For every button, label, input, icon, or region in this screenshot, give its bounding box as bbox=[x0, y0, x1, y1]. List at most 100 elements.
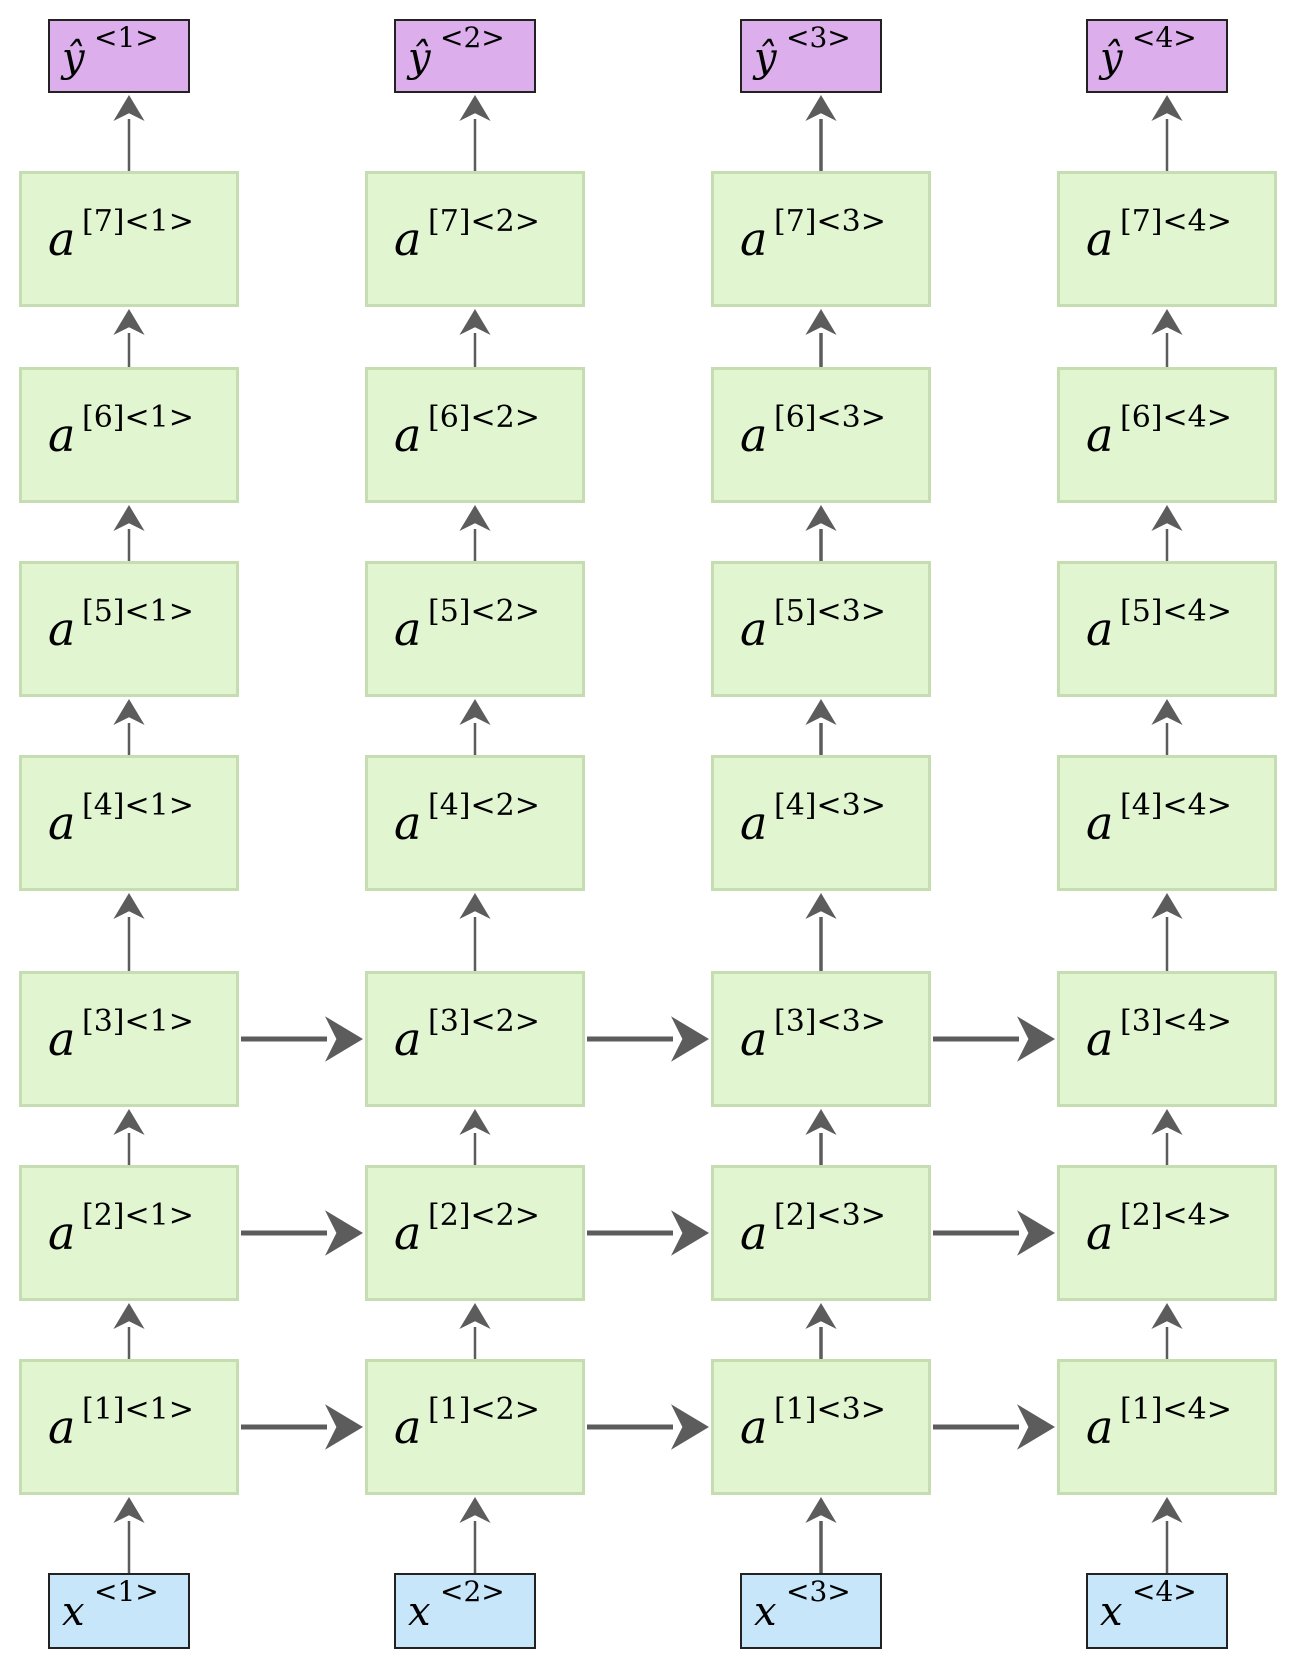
hidden-node-layer-3-time-4-symbol: a bbox=[1086, 1012, 1114, 1066]
arrow-layer-3-to-4-time-4 bbox=[1151, 893, 1183, 971]
hidden-node-layer-7-time-1: a[7]<1> bbox=[19, 171, 239, 307]
arrow-layer-4-to-5-time-3 bbox=[805, 699, 837, 755]
input-node-x-1-superscript: <1> bbox=[94, 1575, 159, 1608]
hidden-node-layer-1-time-3-superscript: [1]<3> bbox=[774, 1392, 886, 1427]
hidden-node-layer-6-time-1-superscript: [6]<1> bbox=[82, 400, 194, 435]
hidden-node-layer-6-time-2: a[6]<2> bbox=[365, 367, 585, 503]
input-node-x-4-symbol: x bbox=[1100, 1589, 1123, 1635]
hidden-node-layer-6-time-3-symbol: a bbox=[740, 408, 768, 462]
input-node-x-3-symbol: x bbox=[754, 1589, 777, 1635]
arrow-layer-5-to-6-time-2 bbox=[459, 505, 491, 561]
arrow-layer-6-to-7-time-4 bbox=[1151, 309, 1183, 367]
recurrent-arrow-layer-2-time-2-to-3 bbox=[587, 1210, 709, 1256]
output-node-y-hat-1-symbol: ŷ bbox=[62, 35, 85, 81]
hidden-node-layer-3-time-2-symbol: a bbox=[394, 1012, 422, 1066]
arrow-layer-1-to-2-time-2 bbox=[459, 1303, 491, 1359]
hidden-node-layer-3-time-2-superscript: [3]<2> bbox=[428, 1004, 540, 1039]
hidden-node-layer-6-time-4: a[6]<4> bbox=[1057, 367, 1277, 503]
arrow-layer-4-to-5-time-1 bbox=[113, 699, 145, 755]
hidden-node-layer-6-time-4-symbol: a bbox=[1086, 408, 1114, 462]
hidden-node-layer-4-time-1: a[4]<1> bbox=[19, 755, 239, 891]
hidden-node-layer-4-time-3-symbol: a bbox=[740, 796, 768, 850]
arrow-layer-4-to-5-time-2 bbox=[459, 699, 491, 755]
recurrent-arrow-layer-1-time-3-to-4 bbox=[933, 1404, 1055, 1450]
hidden-node-layer-1-time-3-symbol: a bbox=[740, 1400, 768, 1454]
recurrent-arrow-layer-2-time-1-to-2 bbox=[241, 1210, 363, 1256]
arrow-layer-5-to-6-time-1 bbox=[113, 505, 145, 561]
hidden-node-layer-7-time-3: a[7]<3> bbox=[711, 171, 931, 307]
hidden-node-layer-5-time-1-symbol: a bbox=[48, 602, 76, 656]
hidden-node-layer-2-time-1: a[2]<1> bbox=[19, 1165, 239, 1301]
hidden-node-layer-6-time-2-symbol: a bbox=[394, 408, 422, 462]
output-node-y-hat-2-superscript: <2> bbox=[440, 21, 505, 54]
hidden-node-layer-4-time-3: a[4]<3> bbox=[711, 755, 931, 891]
output-node-y-hat-4: ŷ<4> bbox=[1086, 19, 1228, 93]
hidden-node-layer-4-time-2-superscript: [4]<2> bbox=[428, 788, 540, 823]
hidden-node-layer-3-time-4: a[3]<4> bbox=[1057, 971, 1277, 1107]
arrow-layer-7-to-output-time-4 bbox=[1151, 95, 1183, 171]
hidden-node-layer-2-time-2-symbol: a bbox=[394, 1206, 422, 1260]
hidden-node-layer-1-time-1-superscript: [1]<1> bbox=[82, 1392, 194, 1427]
hidden-node-layer-5-time-3-symbol: a bbox=[740, 602, 768, 656]
arrow-layer-1-to-2-time-4 bbox=[1151, 1303, 1183, 1359]
hidden-node-layer-4-time-2-symbol: a bbox=[394, 796, 422, 850]
hidden-node-layer-1-time-2-superscript: [1]<2> bbox=[428, 1392, 540, 1427]
arrow-layer-7-to-output-time-2 bbox=[459, 95, 491, 171]
hidden-node-layer-1-time-2: a[1]<2> bbox=[365, 1359, 585, 1495]
hidden-node-layer-2-time-3: a[2]<3> bbox=[711, 1165, 931, 1301]
hidden-node-layer-1-time-1: a[1]<1> bbox=[19, 1359, 239, 1495]
arrow-input-to-layer-1-time-2 bbox=[459, 1497, 491, 1573]
hidden-node-layer-7-time-4-superscript: [7]<4> bbox=[1120, 204, 1232, 239]
hidden-node-layer-5-time-1-superscript: [5]<1> bbox=[82, 594, 194, 629]
arrow-layer-1-to-2-time-3 bbox=[805, 1303, 837, 1359]
hidden-node-layer-5-time-2-symbol: a bbox=[394, 602, 422, 656]
recurrent-arrow-layer-1-time-1-to-2 bbox=[241, 1404, 363, 1450]
arrow-input-to-layer-1-time-3 bbox=[805, 1497, 837, 1573]
output-node-y-hat-2: ŷ<2> bbox=[394, 19, 536, 93]
arrow-layer-2-to-3-time-4 bbox=[1151, 1109, 1183, 1165]
hidden-node-layer-1-time-1-symbol: a bbox=[48, 1400, 76, 1454]
hidden-node-layer-6-time-3-superscript: [6]<3> bbox=[774, 400, 886, 435]
hidden-node-layer-7-time-4-symbol: a bbox=[1086, 212, 1114, 266]
hidden-node-layer-4-time-1-superscript: [4]<1> bbox=[82, 788, 194, 823]
input-node-x-3-superscript: <3> bbox=[786, 1575, 851, 1608]
arrow-layer-2-to-3-time-1 bbox=[113, 1109, 145, 1165]
hidden-node-layer-5-time-4-superscript: [5]<4> bbox=[1120, 594, 1232, 629]
output-node-y-hat-1: ŷ<1> bbox=[48, 19, 190, 93]
output-node-y-hat-3: ŷ<3> bbox=[740, 19, 882, 93]
arrow-layer-4-to-5-time-4 bbox=[1151, 699, 1183, 755]
input-node-x-1-symbol: x bbox=[62, 1589, 85, 1635]
output-node-y-hat-4-superscript: <4> bbox=[1132, 21, 1197, 54]
hidden-node-layer-6-time-1: a[6]<1> bbox=[19, 367, 239, 503]
hidden-node-layer-7-time-2: a[7]<2> bbox=[365, 171, 585, 307]
hidden-node-layer-4-time-2: a[4]<2> bbox=[365, 755, 585, 891]
arrow-layer-6-to-7-time-1 bbox=[113, 309, 145, 367]
hidden-node-layer-6-time-2-superscript: [6]<2> bbox=[428, 400, 540, 435]
arrow-layer-6-to-7-time-3 bbox=[805, 309, 837, 367]
hidden-node-layer-4-time-4: a[4]<4> bbox=[1057, 755, 1277, 891]
input-node-x-2-superscript: <2> bbox=[440, 1575, 505, 1608]
recurrent-arrow-layer-2-time-3-to-4 bbox=[933, 1210, 1055, 1256]
hidden-node-layer-2-time-1-symbol: a bbox=[48, 1206, 76, 1260]
hidden-node-layer-4-time-4-superscript: [4]<4> bbox=[1120, 788, 1232, 823]
hidden-node-layer-4-time-4-symbol: a bbox=[1086, 796, 1114, 850]
recurrent-arrow-layer-1-time-2-to-3 bbox=[587, 1404, 709, 1450]
hidden-node-layer-2-time-3-superscript: [2]<3> bbox=[774, 1198, 886, 1233]
hidden-node-layer-6-time-3: a[6]<3> bbox=[711, 367, 931, 503]
hidden-node-layer-5-time-4-symbol: a bbox=[1086, 602, 1114, 656]
hidden-node-layer-5-time-1: a[5]<1> bbox=[19, 561, 239, 697]
arrow-layer-6-to-7-time-2 bbox=[459, 309, 491, 367]
arrow-layer-2-to-3-time-3 bbox=[805, 1109, 837, 1165]
hidden-node-layer-5-time-3-superscript: [5]<3> bbox=[774, 594, 886, 629]
hidden-node-layer-5-time-2-superscript: [5]<2> bbox=[428, 594, 540, 629]
hidden-node-layer-3-time-3: a[3]<3> bbox=[711, 971, 931, 1107]
input-node-x-2-symbol: x bbox=[408, 1589, 431, 1635]
recurrent-arrow-layer-3-time-3-to-4 bbox=[933, 1016, 1055, 1062]
hidden-node-layer-2-time-4: a[2]<4> bbox=[1057, 1165, 1277, 1301]
hidden-node-layer-3-time-3-superscript: [3]<3> bbox=[774, 1004, 886, 1039]
input-node-x-4-superscript: <4> bbox=[1132, 1575, 1197, 1608]
arrow-layer-3-to-4-time-2 bbox=[459, 893, 491, 971]
hidden-node-layer-6-time-4-superscript: [6]<4> bbox=[1120, 400, 1232, 435]
arrow-layer-3-to-4-time-3 bbox=[805, 893, 837, 971]
